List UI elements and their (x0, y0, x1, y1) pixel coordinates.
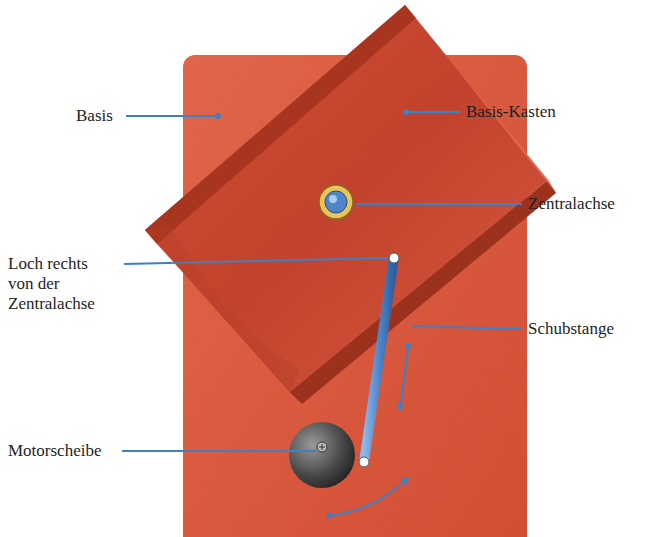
leader-dot (215, 113, 221, 119)
leader-line (126, 115, 218, 117)
push-rod (364, 258, 394, 462)
leader-line (412, 326, 522, 329)
leader-line (122, 450, 316, 452)
central-axle (325, 191, 347, 213)
leader-dot (403, 109, 409, 115)
hole-pin (389, 253, 399, 263)
axle-highlight (329, 195, 337, 203)
leader-line (124, 258, 388, 264)
box-wall (145, 5, 416, 244)
leader-line (406, 111, 460, 113)
leader-line (356, 203, 522, 205)
screw (317, 442, 327, 452)
rod-pin (359, 457, 369, 467)
screw-slot (319, 444, 325, 450)
box-shadow (145, 225, 300, 392)
part-label: Loch rechts von der Zentralachse (8, 254, 116, 314)
base-box (145, 5, 548, 392)
part-label: Zentralachse (528, 194, 615, 214)
part-label: Basis (76, 106, 113, 126)
axle-ring (319, 185, 353, 219)
part-label: Motorscheibe (8, 441, 101, 461)
box-wall (290, 180, 556, 404)
box-wall (405, 5, 556, 193)
rotation-arrow (333, 478, 408, 515)
part-label: Basis-Kasten (466, 102, 556, 122)
motor-disk (289, 422, 355, 488)
motion-arrow (400, 350, 408, 410)
part-label: Schubstange (528, 319, 614, 339)
